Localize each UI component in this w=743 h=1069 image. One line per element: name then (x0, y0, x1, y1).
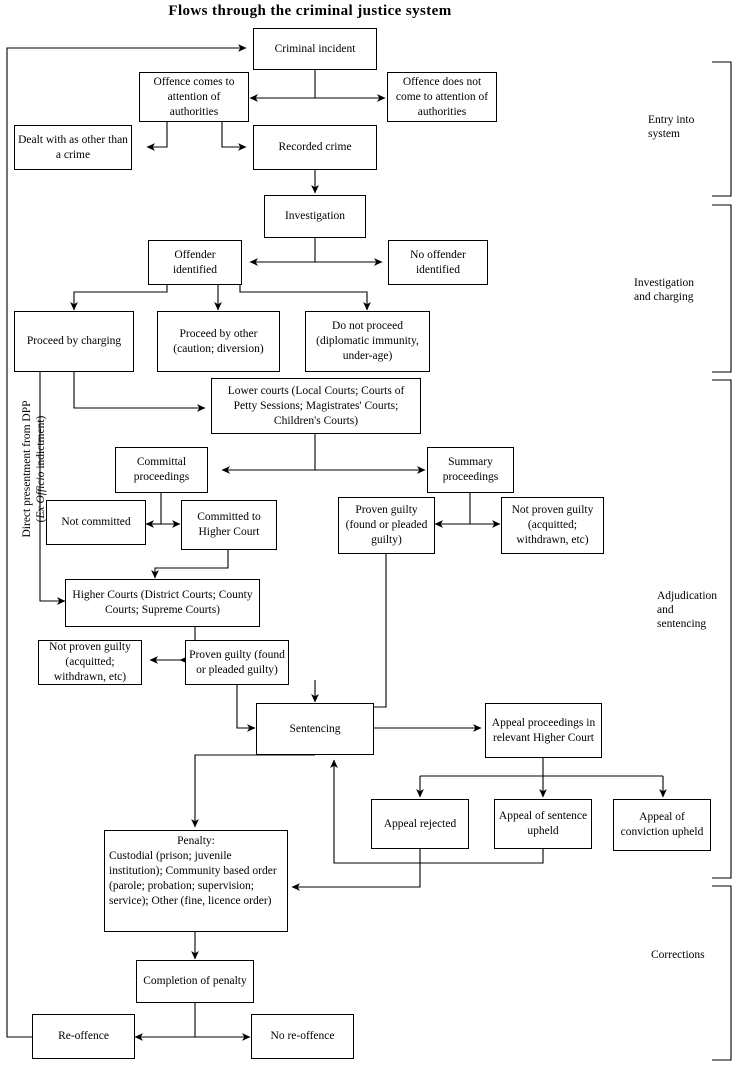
node-recorded-crime[interactable]: Recorded crime (253, 125, 377, 170)
page-title: Flows through the criminal justice syste… (168, 3, 452, 19)
penalty-line-2: institution); (109, 865, 163, 877)
penalty-line-1: Custodial (prison; juvenile (109, 850, 232, 862)
node-sentencing[interactable]: Sentencing (256, 703, 374, 755)
node-proceed-by-other[interactable]: Proceed by other (caution; diversion) (157, 311, 280, 372)
bracket-adjudication (712, 379, 732, 879)
node-proceed-by-charging[interactable]: Proceed by charging (14, 311, 134, 372)
node-label: Committed to Higher Court (197, 511, 261, 538)
node-offender-identified[interactable]: Offender identified (148, 240, 242, 285)
wire-appeal-rejected-to-penalty (291, 849, 421, 891)
node-label: Re-offence (58, 1030, 109, 1042)
node-summary-proceedings[interactable]: Summary proceedings (427, 447, 514, 493)
node-label: Do not proceed (diplomatic immunity, und… (316, 320, 419, 362)
node-not-proven-guilty-lower[interactable]: Not proven guilty (acquitted; withdrawn,… (501, 497, 604, 554)
node-label: Not proven guilty (acquitted; withdrawn,… (511, 504, 594, 546)
wire-offence-to-recorded (221, 121, 247, 151)
node-label: Lower courts (Local Courts; Courts of Pe… (227, 384, 405, 427)
wire-offender-to-do-not-proceed (239, 285, 371, 311)
bracket-investigation (712, 204, 732, 373)
node-higher-courts[interactable]: Higher Courts (District Courts; County C… (65, 579, 260, 627)
node-committed-to-higher-court[interactable]: Committed to Higher Court (181, 500, 277, 550)
wire-offence-to-dealt-other (146, 121, 168, 151)
penalty-line-4: probation; supervision; service); (109, 880, 255, 907)
node-label: Appeal of sentence upheld (498, 810, 588, 837)
node-no-offender-identified[interactable]: No offender identified (388, 240, 488, 285)
node-label: Not proven guilty (acquitted; withdrawn,… (49, 641, 131, 683)
wire-committed-to-higher-courts (151, 550, 229, 579)
wire-offender-to-proceed-charging (70, 285, 168, 311)
node-re-offence[interactable]: Re-offence (32, 1014, 135, 1059)
bracket-corrections (712, 885, 732, 1061)
node-appeal-rejected[interactable]: Appeal rejected (371, 799, 469, 849)
node-label: Criminal incident (274, 42, 356, 55)
node-label: Higher Courts (District Courts; County C… (72, 589, 253, 616)
node-label: Offence comes to attention of authoritie… (153, 75, 235, 118)
penalty-line-5: Other (fine, licence order) (151, 895, 272, 907)
phase-label-entry: Entry into system (648, 114, 695, 140)
node-offence-does-not-come-to-attention[interactable]: Offence does not come to attention of au… (387, 72, 497, 122)
node-label: Proceed by charging (26, 335, 122, 347)
bracket-entry (712, 61, 732, 197)
wire-proven-lower-to-sentencing-seg (315, 554, 387, 708)
dpp-line-2: (Ex Officio indictment) (34, 369, 48, 569)
phase-label-adjudication: Adjudication and sentencing (657, 590, 718, 630)
dpp-ex-officio: Ex Officio (35, 471, 47, 519)
phase-label-corrections: Corrections (651, 949, 705, 961)
node-criminal-incident[interactable]: Criminal incident (253, 28, 377, 70)
dpp-direct-presentment-label: Direct presentment from DPP (Ex Officio … (20, 369, 48, 569)
node-label: Committal proceedings (133, 456, 190, 483)
wire-charging-to-lower-courts (73, 372, 206, 412)
node-label: Appeal of conviction upheld (620, 811, 704, 838)
node-appeal-of-sentence-upheld[interactable]: Appeal of sentence upheld (494, 799, 592, 849)
node-appeal-of-conviction-upheld[interactable]: Appeal of conviction upheld (613, 799, 711, 851)
node-label: Sentencing (289, 722, 341, 735)
wire-proven-higher-to-sentencing (236, 685, 256, 732)
penalty-title: Penalty: (177, 835, 215, 847)
phase-label-investigation: Investigation and charging (634, 277, 695, 303)
dpp-indictment: indictment) (35, 415, 47, 472)
dpp-line-1: Direct presentment from DPP (21, 400, 33, 538)
node-label: Not committed (61, 516, 131, 528)
node-label: No re-offence (270, 1030, 335, 1042)
penalty-line-3: Community based order (parole; (109, 865, 277, 892)
node-penalty[interactable]: Penalty: Custodial (prison; juvenile ins… (104, 830, 288, 932)
node-do-not-proceed[interactable]: Do not proceed (diplomatic immunity, und… (305, 311, 430, 372)
node-label: Recorded crime (278, 141, 352, 153)
node-appeal-proceedings[interactable]: Appeal proceedings in relevant Higher Co… (485, 703, 602, 758)
node-label: Dealt with as other than a crime (18, 133, 128, 161)
node-label: Completion of penalty (143, 975, 247, 987)
node-label: Offender identified (172, 248, 218, 276)
node-offence-comes-to-attention[interactable]: Offence comes to attention of authoritie… (139, 72, 249, 122)
node-label: Summary proceedings (442, 456, 499, 483)
node-not-committed[interactable]: Not committed (46, 500, 146, 545)
node-label: Appeal proceedings in relevant Higher Co… (491, 716, 596, 744)
node-label: Proven guilty (found or pleaded guilty) (189, 648, 285, 676)
node-lower-courts[interactable]: Lower courts (Local Courts; Courts of Pe… (211, 378, 421, 434)
node-label: Investigation (284, 210, 346, 222)
wire-sentencing-to-penalty (191, 754, 315, 828)
node-investigation[interactable]: Investigation (264, 195, 366, 238)
node-no-re-offence[interactable]: No re-offence (251, 1014, 354, 1059)
node-committal-proceedings[interactable]: Committal proceedings (115, 447, 208, 493)
node-proven-guilty-higher[interactable]: Proven guilty (found or pleaded guilty) (185, 640, 289, 685)
node-dealt-with-as-other-than-crime[interactable]: Dealt with as other than a crime (14, 125, 132, 170)
node-not-proven-guilty-higher[interactable]: Not proven guilty (acquitted; withdrawn,… (38, 640, 142, 685)
node-label: Proven guilty (found or pleaded guilty) (345, 504, 428, 546)
node-proven-guilty-lower[interactable]: Proven guilty (found or pleaded guilty) (338, 497, 435, 554)
node-label: Appeal rejected (383, 817, 457, 830)
dpp-paren-open: ( (35, 518, 47, 523)
node-label: No offender identified (410, 248, 466, 276)
node-label: Proceed by other (caution; diversion) (173, 327, 264, 355)
node-label: Offence does not come to attention of au… (395, 75, 489, 118)
node-completion-of-penalty[interactable]: Completion of penalty (136, 960, 254, 1003)
